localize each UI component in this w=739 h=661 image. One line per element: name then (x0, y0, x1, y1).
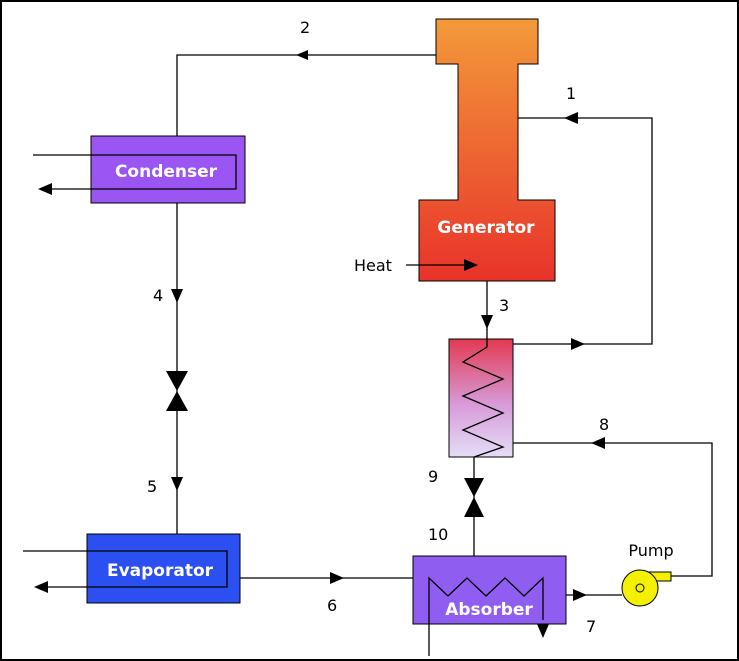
generator-label: Generator (437, 218, 535, 238)
absorber-label: Absorber (445, 600, 533, 620)
evaporator-fluid-line (23, 550, 228, 588)
state-label-2: 2 (300, 18, 310, 37)
state-label-5: 5 (147, 477, 157, 496)
condenser-label: Condenser (115, 162, 218, 182)
condenser-coolant-arrow (38, 183, 52, 195)
heat-label: Heat (354, 256, 392, 275)
arrow-7 (573, 589, 587, 601)
arrow-1-upper (564, 112, 578, 124)
evaporator (86, 533, 241, 604)
state-label-1: 1 (566, 84, 576, 103)
absorber-coolant-arrow (537, 624, 549, 638)
heat-arrow (464, 259, 478, 271)
arrow-8 (591, 437, 605, 449)
state-label-10: 10 (428, 525, 448, 544)
heat-exchanger-coil (461, 329, 505, 458)
arrow-4 (171, 289, 183, 303)
arrow-3 (481, 315, 493, 329)
pump-icon (621, 569, 659, 607)
expansion-valve-bottom (166, 391, 188, 411)
state-label-3: 3 (499, 296, 509, 315)
absorber-coil (428, 576, 544, 656)
throttle-valve-top (464, 478, 484, 497)
evaporator-label: Evaporator (107, 561, 214, 581)
state-label-8: 8 (599, 415, 609, 434)
arrow-1-lower (571, 338, 585, 350)
condenser (90, 135, 246, 204)
condenser-coolant-line (33, 154, 237, 190)
expansion-valve-top (166, 371, 188, 391)
line-8 (513, 442, 713, 577)
throttle-valve-bottom (464, 497, 484, 517)
state-label-9: 9 (428, 467, 438, 486)
absorber (412, 555, 567, 625)
pump-label: Pump (628, 541, 673, 560)
arrow-2 (296, 50, 308, 60)
state-label-7: 7 (586, 617, 596, 636)
pump-hub (635, 583, 645, 593)
evaporator-fluid-arrow (34, 581, 48, 593)
solution-heat-exchanger (448, 338, 514, 458)
state-label-6: 6 (327, 596, 337, 615)
generator-vessel (418, 18, 556, 282)
line-2 (176, 54, 436, 136)
arrow-5 (171, 477, 183, 491)
state-label-4: 4 (153, 286, 163, 305)
arrow-6 (330, 572, 344, 584)
